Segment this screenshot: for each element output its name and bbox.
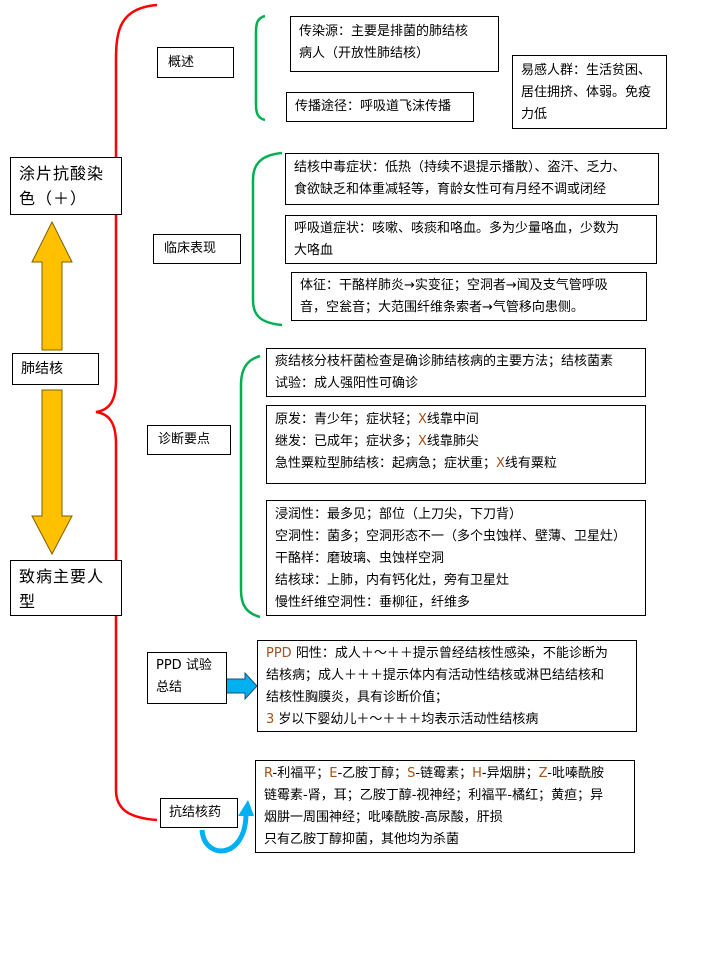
ppd-text: 岁以下婴幼儿＋～＋＋＋均表示活动性结核病 <box>274 712 539 727</box>
type-pre: 原发：青少年；症状轻； <box>275 412 419 427</box>
drugs-box: R-利福平；E-乙胺丁醇；S-链霉素；H-异烟肼；Z-吡嗪酰胺 链霉素-肾，耳；… <box>255 760 635 853</box>
source-box: 传染源：主要是排菌的肺结核 病人（开放性肺结核） <box>290 16 499 72</box>
ppd-line: PPD 阳性：成人＋～＋＋提示曾经结核性感染，不能诊断为 <box>266 643 628 665</box>
ppd-label-line: PPD 试验 <box>156 658 212 673</box>
form-line: 浸润性：最多见；部位（上刀尖，下刀背） <box>275 507 523 522</box>
type-line: 继发：已成年；症状多；X线靠肺尖 <box>275 431 637 453</box>
form-line: 干酪样：磨玻璃、虫蚀样空洞 <box>275 551 445 566</box>
toxic-symptoms-box: 结核中毒症状：低热（持续不退提示播散）、盗汗、乏力、 食欲缺乏和体重减轻等，育龄… <box>285 153 659 205</box>
tests-box: 痰结核分枝杆菌检查是确诊肺结核病的主要方法；结核菌素 试验：成人强阳性可确诊 <box>266 348 646 397</box>
drug-curved-arrow <box>199 814 249 854</box>
route-text: 传播途径：呼吸道飞沫传播 <box>295 99 452 114</box>
respiratory-box: 呼吸道症状：咳嗽、咳痰和咯血。多为少量咯血，少数为 大咯血 <box>285 215 657 264</box>
drugs-label: 抗结核药 <box>160 798 238 828</box>
drug-name: -链霉素； <box>415 766 473 781</box>
ppd-blue-arrow <box>225 671 258 701</box>
tests-line: 痰结核分枝杆菌检查是确诊肺结核病的主要方法；结核菌素 <box>275 354 614 369</box>
clinical-label: 临床表现 <box>153 234 241 264</box>
susceptible-box: 易感人群：生活贫困、 居住拥挤、体弱。免疫 力低 <box>512 55 667 129</box>
diagnosis-green-bracket <box>239 354 261 619</box>
xray-letter: X <box>496 456 505 471</box>
type-pre: 急性粟粒型肺结核：起病急；症状重； <box>275 456 497 471</box>
drug-name: -吡嗪酰胺 <box>547 766 604 781</box>
signs-line: 音，空瓮音；大范围纤维条索者→气管移向患侧。 <box>300 300 584 315</box>
type-post: 线靠肺尖 <box>426 434 479 449</box>
drug-abbrev: Z <box>538 766 548 781</box>
diagnosis-label-text: 诊断要点 <box>158 432 211 447</box>
toxic-line: 食欲缺乏和体重减轻等，育龄女性可有月经不调或闭经 <box>294 182 607 197</box>
tuberculosis-center-box: 肺结核 <box>12 353 99 385</box>
tests-line: 试验：成人强阳性可确诊 <box>275 376 419 391</box>
ppd-box: PPD 阳性：成人＋～＋＋提示曾经结核性感染，不能诊断为 结核病；成人＋＋＋提示… <box>257 640 637 732</box>
ppd-line: 结核性胸膜炎，具有诊断价值； <box>266 687 628 709</box>
signs-box: 体征：干酪样肺炎→实变征；空洞者→闻及支气管呼吸 音，空瓮音；大范围纤维条索者→… <box>291 272 647 321</box>
ppd-label-line: 总结 <box>156 680 183 695</box>
center-label: 肺结核 <box>21 361 63 377</box>
ppd-lat: 3 <box>266 712 275 727</box>
respiratory-line: 大咯血 <box>294 243 334 258</box>
susceptible-line: 居住拥挤、体弱。免疫 <box>521 85 652 100</box>
form-line: 结核球：上肺，内有钙化灶，旁有卫星灶 <box>275 573 510 588</box>
clinical-green-bracket <box>251 151 283 327</box>
form-line: 慢性纤维空洞性：垂柳征，纤维多 <box>275 595 471 610</box>
drug-abbrev-line: R-利福平；E-乙胺丁醇；S-链霉素；H-异烟肼；Z-吡嗪酰胺 <box>264 763 626 785</box>
respiratory-line: 呼吸道症状：咳嗽、咳痰和咯血。多为少量咯血，少数为 <box>294 221 620 236</box>
overview-label: 概述 <box>157 47 234 78</box>
ppd-text: 结核病；成人＋＋＋提示体内有活动性结核或淋巴结结核和 <box>266 668 605 683</box>
ppd-line: 3 岁以下婴幼儿＋～＋＋＋均表示活动性结核病 <box>266 709 628 731</box>
ppd-label: PPD 试验 总结 <box>147 652 227 704</box>
ppd-line: 结核病；成人＋＋＋提示体内有活动性结核或淋巴结结核和 <box>266 665 628 687</box>
drug-curved-arrowhead <box>238 800 254 816</box>
ppd-text: 阳性：成人＋～＋＋提示曾经结核性感染，不能诊断为 <box>291 646 608 661</box>
susceptible-line: 易感人群：生活贫困、 <box>521 63 652 78</box>
type-post: 线有粟粒 <box>504 456 557 471</box>
source-line: 传染源：主要是排菌的肺结核 <box>299 24 469 39</box>
main-red-bracket <box>95 3 158 822</box>
ppd-lat: PPD <box>266 646 292 661</box>
toxic-line: 结核中毒症状：低热（持续不退提示播散）、盗汗、乏力、 <box>294 160 626 175</box>
type-post: 线靠中间 <box>426 412 479 427</box>
signs-line: 体征：干酪样肺炎→实变征；空洞者→闻及支气管呼吸 <box>300 278 608 293</box>
smear-box: 涂片抗酸染色（＋） <box>10 157 122 215</box>
types-box: 原发：青少年；症状轻；X线靠中间 继发：已成年；症状多；X线靠肺尖 急性粟粒型肺… <box>266 405 646 484</box>
forms-box: 浸润性：最多见；部位（上刀尖，下刀背） 空洞性：菌多；空洞形态不一（多个虫蚀样、… <box>266 500 646 616</box>
xray-letter: X <box>418 412 427 427</box>
drug-name: -异烟肼； <box>481 766 539 781</box>
clinical-label-text: 临床表现 <box>164 241 217 256</box>
overview-green-bracket <box>254 14 266 122</box>
overview-label-text: 概述 <box>168 55 195 70</box>
drug-line: 链霉素-肾，耳；乙胺丁醇-视神经；利福平-橘红；黄疸；异 <box>264 788 604 803</box>
type-pre: 继发：已成年；症状多； <box>275 434 419 449</box>
ppd-text: 结核性胸膜炎，具有诊断价值； <box>266 690 449 705</box>
type-line: 急性粟粒型肺结核：起病急；症状重；X线有粟粒 <box>275 453 637 475</box>
susceptible-line: 力低 <box>521 107 548 122</box>
drug-abbrev: R <box>264 766 273 781</box>
yellow-up-arrow <box>31 220 73 351</box>
form-line: 空洞性：菌多；空洞形态不一（多个虫蚀样、壁薄、卫星灶） <box>275 529 627 544</box>
pathogen-text: 致病主要人型 <box>19 567 105 611</box>
smear-text: 涂片抗酸染色（＋） <box>19 164 105 208</box>
source-line: 病人（开放性肺结核） <box>299 46 430 61</box>
drug-abbrev: E <box>329 766 338 781</box>
pathogen-box: 致病主要人型 <box>10 560 122 616</box>
drug-line: 只有乙胺丁醇抑菌，其他均为杀菌 <box>264 832 460 847</box>
xray-letter: X <box>418 434 427 449</box>
drug-line: 烟肼一周围神经；吡嗪酰胺-高尿酸，肝损 <box>264 810 503 825</box>
drug-abbrev: S <box>407 766 416 781</box>
drug-name: -乙胺丁醇； <box>337 766 408 781</box>
diagnosis-label: 诊断要点 <box>147 425 231 455</box>
route-box: 传播途径：呼吸道飞沫传播 <box>286 92 474 122</box>
yellow-down-arrow <box>31 389 73 556</box>
type-line: 原发：青少年；症状轻；X线靠中间 <box>275 409 637 431</box>
drugs-label-text: 抗结核药 <box>169 805 222 820</box>
drug-abbrev: H <box>472 766 482 781</box>
drug-name: -利福平； <box>272 766 330 781</box>
